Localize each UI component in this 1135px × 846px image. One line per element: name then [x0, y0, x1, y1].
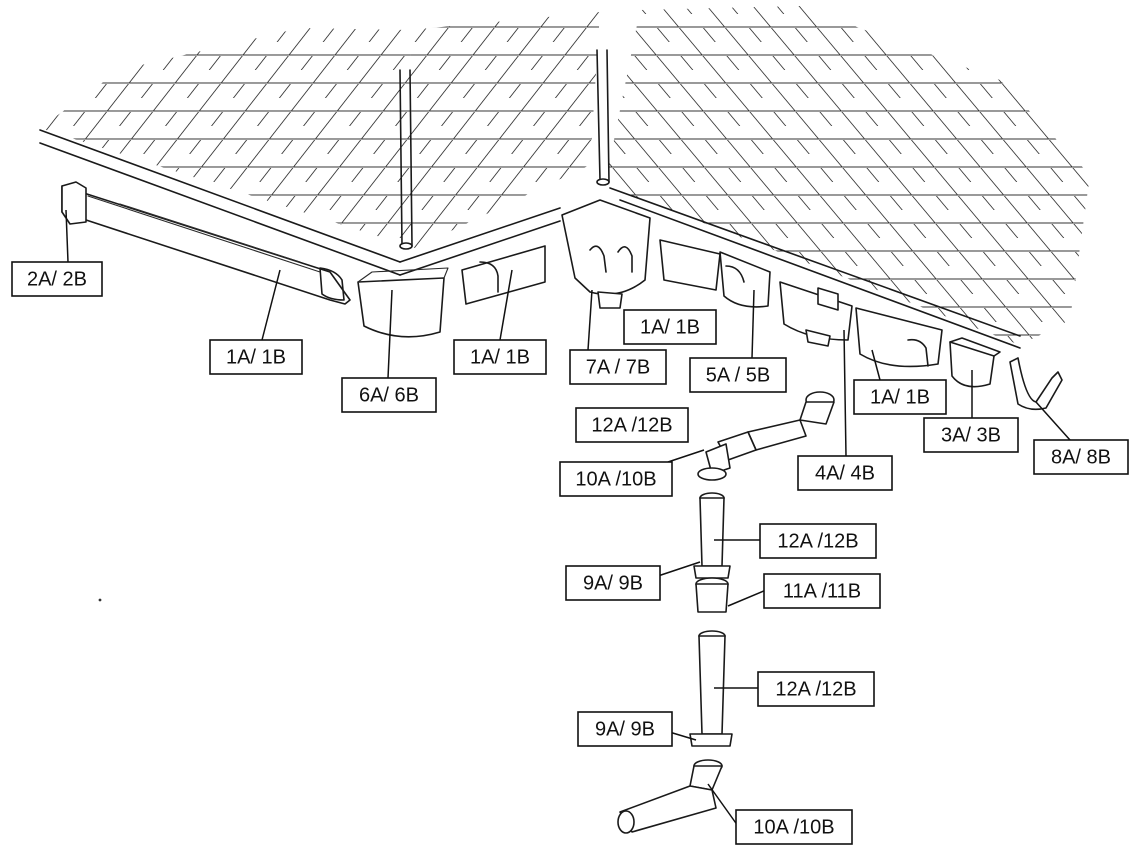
gutter-bracket-8: [1009, 357, 1063, 411]
svg-text:9A/ 9B: 9A/ 9B: [583, 572, 643, 594]
downpipe-upper: [693, 492, 731, 579]
label-9a-9b-upper: 9A/ 9B: [565, 565, 661, 601]
svg-text:12A /12B: 12A /12B: [777, 530, 858, 552]
running-outlet-7: [561, 199, 651, 309]
pipe-socket-11: [695, 577, 729, 613]
label-1a-1b-right: 1A/ 1B: [853, 379, 947, 415]
pipe-shoe-10: [617, 759, 723, 834]
label-10a-10b-lower: 10A /10B: [735, 809, 853, 845]
svg-text:12A /12B: 12A /12B: [775, 678, 856, 700]
label-1a-1b-left: 1A/ 1B: [209, 339, 303, 375]
downpipe-lower: [689, 630, 733, 747]
svg-text:12A /12B: 12A /12B: [591, 414, 672, 436]
callout-labels: 2A/ 2B 1A/ 1B 6A/ 6B 1A/ 1B 7A / 7B 1A/ …: [11, 261, 1129, 845]
roof-left: [40, 12, 600, 248]
svg-text:6A/ 6B: 6A/ 6B: [359, 384, 419, 406]
label-6a-6b: 6A/ 6B: [341, 377, 437, 413]
svg-text:3A/ 3B: 3A/ 3B: [941, 424, 1001, 446]
leader-lines: [65, 209, 1071, 827]
roof-ridges: [399, 49, 610, 250]
svg-text:11A /11B: 11A /11B: [783, 580, 861, 602]
label-3a-3b: 3A/ 3B: [923, 417, 1019, 453]
svg-text:4A/ 4B: 4A/ 4B: [815, 462, 875, 484]
svg-text:1A/ 1B: 1A/ 1B: [470, 346, 530, 368]
label-1a-1b-upper: 1A/ 1B: [623, 309, 717, 345]
svg-text:1A/ 1B: 1A/ 1B: [870, 386, 930, 408]
gutter-right-pieces: [659, 239, 1001, 388]
svg-text:10A /10B: 10A /10B: [753, 816, 834, 838]
label-12a-12b-lower-pipe: 12A /12B: [757, 671, 875, 707]
label-8a-8b: 8A/ 8B: [1033, 439, 1129, 475]
svg-text:5A / 5B: 5A / 5B: [706, 364, 771, 386]
label-9a-9b-lower: 9A/ 9B: [577, 711, 673, 747]
svg-text:1A/ 1B: 1A/ 1B: [226, 346, 286, 368]
label-5a-5b: 5A / 5B: [689, 357, 787, 393]
svg-text:10A /10B: 10A /10B: [575, 468, 656, 490]
eaves-left: [39, 129, 561, 276]
label-11a-11b: 11A /11B: [763, 573, 881, 609]
svg-text:1A/ 1B: 1A/ 1B: [640, 316, 700, 338]
svg-text:7A / 7B: 7A / 7B: [586, 356, 651, 378]
label-1a-1b-center: 1A/ 1B: [453, 339, 547, 375]
label-12a-12b-offset: 12A /12B: [575, 407, 689, 443]
corner-outlet-6: [357, 267, 449, 338]
eaves-right: [609, 187, 1021, 349]
label-7a-7b: 7A / 7B: [569, 349, 667, 385]
offset-pipe-assembly: [697, 391, 835, 481]
label-10a-10b-upper: 10A /10B: [559, 461, 673, 497]
roof-right: [605, 6, 1090, 345]
gutter-left-long: [61, 181, 351, 305]
label-12a-12b-upper-pipe: 12A /12B: [759, 523, 877, 559]
svg-text:8A/ 8B: 8A/ 8B: [1051, 446, 1111, 468]
label-4a-4b: 4A/ 4B: [797, 455, 893, 491]
label-2a-2b: 2A/ 2B: [11, 261, 103, 297]
svg-text:2A/ 2B: 2A/ 2B: [27, 268, 87, 290]
gutter-segment-b: [461, 245, 546, 305]
svg-text:9A/ 9B: 9A/ 9B: [595, 718, 655, 740]
speck: [98, 598, 102, 602]
